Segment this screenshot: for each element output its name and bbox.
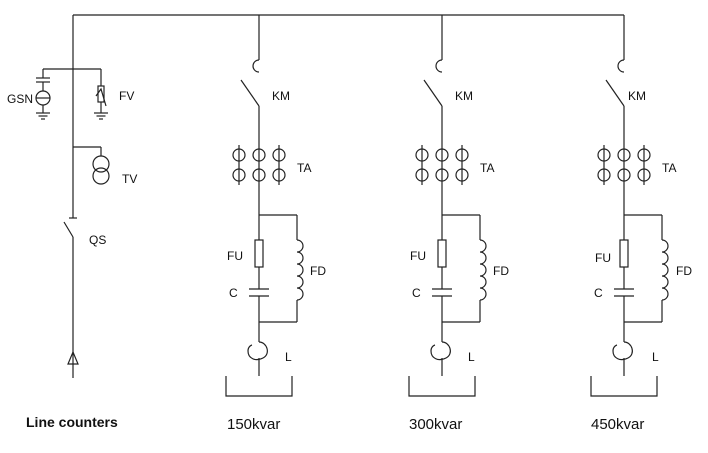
- l-label: L: [652, 350, 659, 364]
- incoming-line: GSN FV TV QS Line cou: [7, 15, 137, 430]
- fu-label: FU: [227, 249, 243, 263]
- ta-label: TA: [480, 161, 494, 175]
- capacitor-branch-3: KM TA FU C FD L 450kvar: [590, 15, 692, 433]
- km-label: KM: [455, 89, 473, 103]
- fu-label: FU: [595, 251, 611, 265]
- c-label: C: [229, 286, 238, 300]
- incoming-arrow: [67, 350, 79, 365]
- c-label: C: [412, 286, 421, 300]
- qs-label: QS: [89, 233, 106, 247]
- branch-caption: 300kvar: [409, 416, 462, 433]
- c-label: C: [594, 286, 603, 300]
- gsn-symbol: [35, 69, 51, 120]
- branch-caption: 150kvar: [227, 416, 280, 433]
- branch-caption: 450kvar: [591, 416, 644, 433]
- km-label: KM: [272, 89, 290, 103]
- ta-label: TA: [662, 161, 676, 175]
- qs-switch: [63, 217, 77, 238]
- ta-label: TA: [297, 161, 311, 175]
- l-label: L: [285, 350, 292, 364]
- fv-symbol: [94, 69, 108, 120]
- km-label: KM: [628, 89, 646, 103]
- capacitor-branch-1: KM TA FU C FD L 150kvar: [225, 15, 326, 433]
- tv-symbol: [73, 146, 110, 185]
- l-label: L: [468, 350, 475, 364]
- gsn-label: GSN: [7, 92, 33, 106]
- fd-label: FD: [310, 264, 326, 278]
- line-counters-caption: Line counters: [26, 414, 118, 430]
- fv-label: FV: [119, 89, 134, 103]
- fu-label: FU: [410, 249, 426, 263]
- tv-label: TV: [122, 172, 137, 186]
- fd-label: FD: [676, 264, 692, 278]
- capacitor-branch-2: KM TA FU C FD L 300kvar: [408, 15, 509, 433]
- fd-label: FD: [493, 264, 509, 278]
